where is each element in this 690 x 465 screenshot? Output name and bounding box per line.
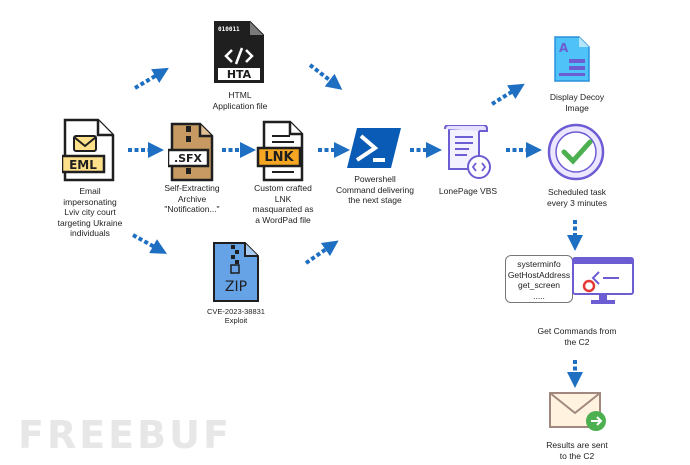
lnk-icon-text: LNK <box>264 150 294 165</box>
lnk-file-icon <box>256 120 304 182</box>
document-image-icon <box>554 36 590 82</box>
scheduled-check-icon <box>547 123 605 181</box>
decoy-icon-text: A <box>559 41 569 55</box>
hta-icon-text: HTA <box>226 68 252 81</box>
lonepage-node <box>443 124 493 181</box>
archive-file-icon <box>166 122 214 182</box>
lnk-node: LNK <box>256 120 306 182</box>
task-node <box>546 122 606 182</box>
hta-node: 010011 HTA <box>212 20 266 84</box>
decoy-label: Display Decoy Image <box>549 92 605 113</box>
command-item: systerminfo <box>517 259 561 269</box>
sfx-icon-text: .SFX <box>173 152 203 165</box>
hta-label: HTML Application file <box>212 90 268 111</box>
task-label: Scheduled task every 3 minutes <box>547 187 607 208</box>
arrow-eml-to-hta <box>133 67 169 90</box>
command-item: get_screen <box>517 280 561 290</box>
zip-node: ZIP <box>211 241 261 303</box>
zip-icon-text: ZIP <box>224 279 248 295</box>
lonepage-label: LonePage VBS <box>438 186 498 196</box>
command-item: GetHostAddress <box>507 269 571 280</box>
zip-label: CVE-2023-38831 Exploit <box>207 307 265 325</box>
arrow-hta-to-powershell <box>308 63 343 90</box>
email-file-icon <box>60 118 115 182</box>
results-node <box>548 389 608 433</box>
powershell-icon <box>347 128 401 168</box>
envelope-send-icon <box>549 392 606 431</box>
arrow-zip-to-powershell <box>304 240 339 265</box>
commands-label: Get Commands from the C2 <box>537 326 617 347</box>
results-label: Results are sent to the C2 <box>546 440 608 461</box>
hta-file-icon <box>214 21 264 83</box>
command-item: ..... <box>533 290 545 301</box>
eml-node: EML <box>60 118 116 182</box>
watermark: FREEBUF <box>18 413 232 457</box>
powershell-node <box>345 126 403 170</box>
decoy-node: A <box>553 35 591 83</box>
monitor-code-icon <box>572 257 634 304</box>
powershell-label: Powershell Command delivering the next s… <box>336 174 414 205</box>
arrow-eml-to-zip <box>132 233 167 254</box>
eml-icon-text: EML <box>69 158 97 172</box>
eml-label: Email impersonating Lviv city court targ… <box>57 186 123 238</box>
lnk-label: Custom crafted LNK masquarated as a Word… <box>252 183 314 225</box>
arrow-lonepage-to-decoy <box>490 83 525 106</box>
command-list-box: systerminfo GetHostAddress get_screen ..… <box>505 255 573 303</box>
c2-monitor-node <box>571 256 635 306</box>
script-scroll-icon <box>444 124 491 179</box>
sfx-node: .SFX <box>166 122 214 182</box>
zip-file-icon <box>213 242 259 302</box>
hta-binary-text: 010011 <box>218 26 240 33</box>
sfx-label: Self-Extracting Archive "Notification...… <box>164 183 220 214</box>
